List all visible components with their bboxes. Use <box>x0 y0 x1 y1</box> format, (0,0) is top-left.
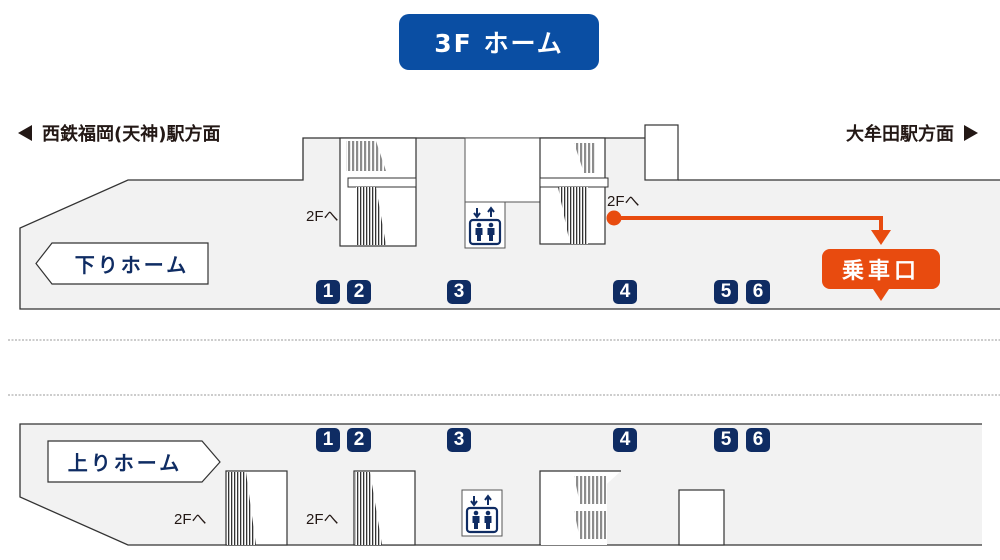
up-platform <box>19 423 982 546</box>
stairs-icon <box>539 137 609 245</box>
stairs-label: 2Fへ <box>174 511 207 528</box>
car-number-6: 6 <box>746 428 770 452</box>
stairs-label: 2Fへ <box>306 208 339 225</box>
down-platform <box>19 124 1000 310</box>
stairs-icon <box>353 470 416 546</box>
car-number-6: 6 <box>746 280 770 304</box>
page-title: 3F ホーム <box>399 14 599 70</box>
direction-left: 西鉄福岡(天神)駅方面 <box>18 120 220 146</box>
up-platform-label: 上りホーム <box>67 451 183 475</box>
direction-left-label: 西鉄福岡(天神)駅方面 <box>42 124 221 145</box>
car-number-4: 4 <box>613 428 637 452</box>
stairs-label: 2Fへ <box>306 511 339 528</box>
car-number-2: 2 <box>347 428 371 452</box>
car-number-1: 1 <box>316 428 340 452</box>
car-number-3: 3 <box>447 428 471 452</box>
boarding-point-badge: 乗車口 <box>822 249 940 289</box>
car-number-5: 5 <box>714 280 738 304</box>
car-number-4: 4 <box>613 280 637 304</box>
car-number-2: 2 <box>347 280 371 304</box>
triangle-left-icon <box>18 125 32 141</box>
stairs-icon <box>539 470 621 545</box>
triangle-right-icon <box>964 125 978 141</box>
direction-right-label: 大牟田駅方面 <box>846 124 954 145</box>
car-number-1: 1 <box>316 280 340 304</box>
down-platform-label: 下りホーム <box>74 253 190 277</box>
stairs-label: 2Fへ <box>607 193 640 210</box>
stairs-icon <box>339 137 417 247</box>
direction-right: 大牟田駅方面 <box>846 120 978 146</box>
car-number-3: 3 <box>447 280 471 304</box>
elevator-icon <box>460 488 504 538</box>
elevator-icon <box>463 200 507 250</box>
car-number-5: 5 <box>714 428 738 452</box>
route-to-boarding <box>606 210 891 301</box>
stairs-icon <box>225 470 288 546</box>
